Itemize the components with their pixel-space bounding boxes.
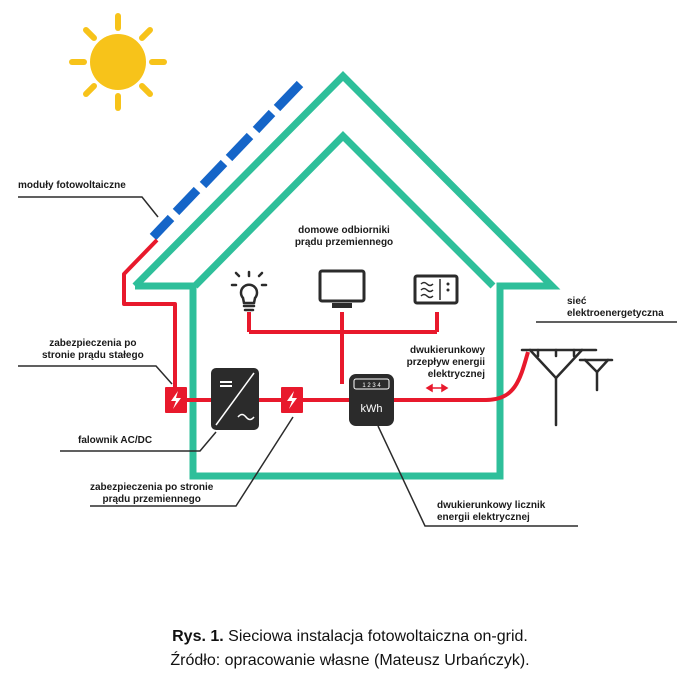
label-pv-modules: moduły fotowoltaiczne (18, 180, 126, 191)
label-meter: dwukierunkowy licznik energii elektryczn… (437, 500, 546, 523)
meter-unit: kWh (361, 403, 383, 415)
bidirectional-arrow-icon (425, 383, 449, 393)
energy-meter-icon: 1 2 3 4 kWh (349, 374, 394, 426)
house-outline (132, 71, 561, 480)
label-grid: sieć elektroenergetyczna (567, 296, 664, 319)
label-inverter: falownik AC/DC (78, 435, 153, 446)
inverter-icon (211, 368, 259, 430)
tv-icon (318, 269, 366, 308)
caption-title: Sieciowa instalacja fotowoltaiczna on-gr… (228, 628, 528, 645)
power-pole-icon (520, 348, 614, 427)
caption-source: Źródło: opracowanie własne (Mateusz Urba… (170, 652, 530, 669)
label-dc-protection: zabezpieczenia po stronie prądu stałego (42, 338, 144, 361)
pv-panels (149, 80, 304, 241)
figure-caption: Rys. 1. Sieciowa instalacja fotowoltaicz… (0, 626, 700, 648)
caption-label: Rys. 1. (172, 628, 224, 645)
microwave-icon (413, 274, 459, 305)
sun-icon (69, 13, 167, 111)
leader-lines (18, 196, 677, 527)
meter-digits: 1 2 3 4 (362, 383, 381, 389)
figure-source: Źródło: opracowanie własne (Mateusz Urba… (0, 650, 700, 672)
light-bulb-icon (230, 270, 268, 312)
label-household-loads: domowe odbiorniki prądu przemiennego (294, 225, 394, 248)
label-bidirectional-flow: dwukierunkowy przepływ energii elektrycz… (406, 345, 485, 380)
ac-fuse-icon (281, 387, 303, 413)
wiring (122, 238, 530, 402)
label-ac-protection: zabezpieczenia po stronie prądu przemien… (90, 482, 214, 505)
dc-fuse-icon (165, 387, 187, 413)
